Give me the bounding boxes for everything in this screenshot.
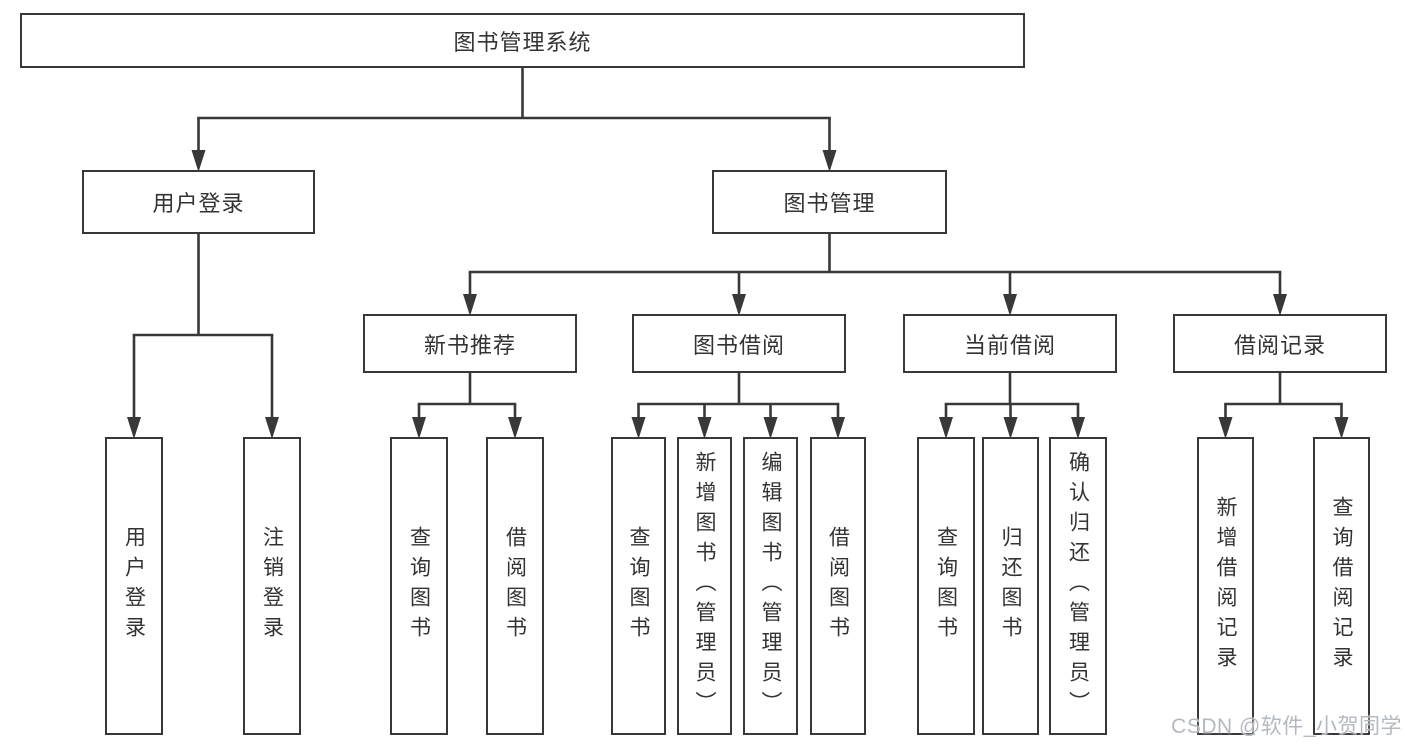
node-label-new-book-recommend: 新书推荐	[423, 332, 516, 358]
node-label-current-borrowing: 当前借阅	[963, 332, 1056, 358]
node-new-book-recommend: 新书推荐	[363, 314, 577, 373]
node-label-nbr-query-books: 查询图书	[407, 526, 431, 646]
node-cb-query-books: 查询图书	[917, 437, 975, 735]
node-nbr-query-books: 查询图书	[390, 437, 448, 735]
node-label-nbr-borrow-books: 借阅图书	[503, 526, 527, 646]
csdn-watermark: CSDN @软件_小贺同学	[1171, 715, 1402, 738]
node-nbr-borrow-books: 借阅图书	[486, 437, 544, 735]
node-logout-user: 注销登录	[243, 437, 301, 735]
node-label-library-system: 图书管理系统	[453, 29, 592, 55]
node-label-br-query-record: 查询借阅记录	[1330, 496, 1353, 676]
node-label-bb-add-books-admin: 新增图书（管理员）	[693, 451, 716, 721]
node-bb-edit-books-admin: 编辑图书（管理员）	[743, 437, 798, 735]
node-current-borrowing: 当前借阅	[903, 314, 1117, 373]
node-label-login-user: 用户登录	[122, 526, 146, 646]
node-label-logout-user: 注销登录	[260, 526, 284, 646]
node-book-borrowing: 图书借阅	[632, 314, 846, 373]
node-login-user: 用户登录	[105, 437, 163, 735]
node-user-login: 用户登录	[82, 170, 315, 234]
node-bb-borrow-books: 借阅图书	[810, 437, 866, 735]
node-bb-query-books: 查询图书	[611, 437, 666, 735]
node-cb-confirm-return-admin: 确认归还（管理员）	[1049, 437, 1107, 735]
node-library-system: 图书管理系统	[20, 13, 1025, 68]
node-label-user-login: 用户登录	[152, 191, 245, 216]
node-label-bb-query-books: 查询图书	[627, 526, 650, 646]
node-label-cb-return-books: 归还图书	[999, 526, 1022, 646]
node-label-br-add-record: 新增借阅记录	[1214, 496, 1237, 676]
node-label-bb-edit-books-admin: 编辑图书（管理员）	[759, 451, 782, 721]
node-label-cb-query-books: 查询图书	[934, 526, 958, 646]
node-cb-return-books: 归还图书	[982, 437, 1039, 735]
node-label-book-borrowing: 图书借阅	[692, 332, 785, 358]
node-label-cb-confirm-return-admin: 确认归还（管理员）	[1066, 451, 1090, 721]
node-br-add-record: 新增借阅记录	[1197, 437, 1254, 735]
node-bb-add-books-admin: 新增图书（管理员）	[677, 437, 732, 735]
node-label-borrowing-records: 借阅记录	[1233, 332, 1326, 358]
node-br-query-record: 查询借阅记录	[1313, 437, 1370, 735]
node-label-bb-borrow-books: 借阅图书	[826, 526, 850, 646]
node-label-book-management: 图书管理	[783, 191, 876, 216]
node-borrowing-records: 借阅记录	[1173, 314, 1387, 373]
node-book-management: 图书管理	[712, 170, 947, 234]
